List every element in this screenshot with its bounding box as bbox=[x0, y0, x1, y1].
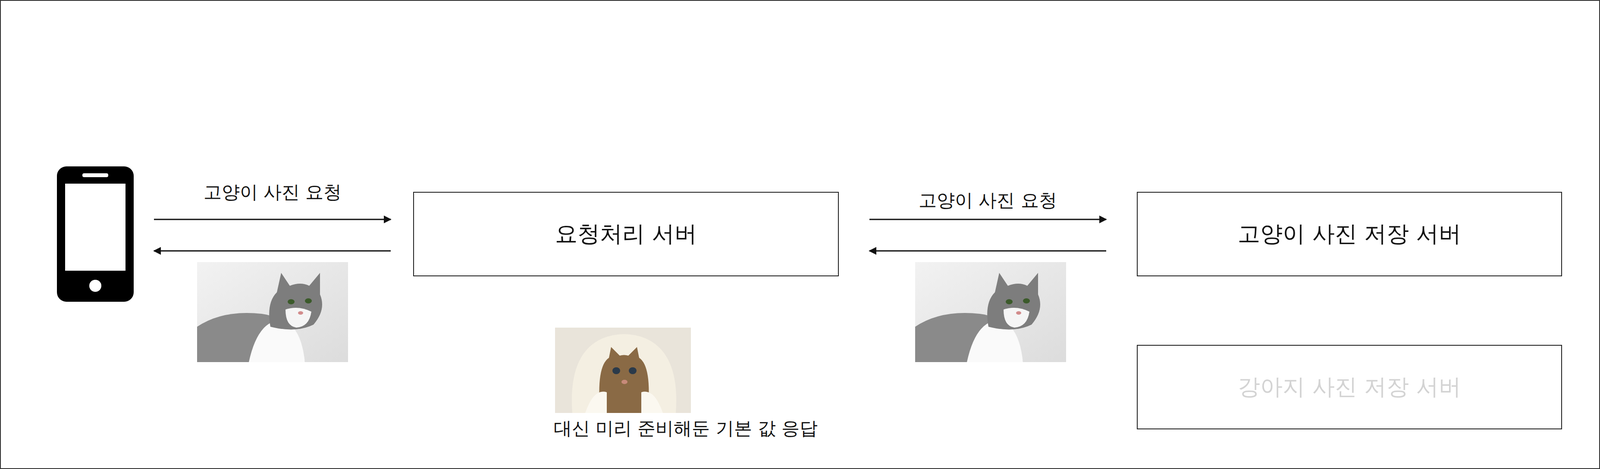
server-box: 고양이 사진 저장 서버 bbox=[1136, 191, 1563, 277]
phone-icon bbox=[56, 166, 134, 302]
request-arrow bbox=[869, 250, 1107, 252]
server-label: 요청처리 서버 bbox=[555, 219, 697, 250]
server-label: 강아지 사진 저장 서버 bbox=[1237, 372, 1462, 403]
cat-photo bbox=[915, 262, 1067, 363]
request-arrow bbox=[153, 219, 391, 221]
arrow-label: 고양이 사진 요청 bbox=[201, 180, 344, 205]
server-box: 강아지 사진 저장 서버 bbox=[1136, 345, 1563, 430]
server-label: 고양이 사진 저장 서버 bbox=[1237, 219, 1462, 250]
cat-photo bbox=[197, 262, 349, 363]
edge-label: 고양이 사진 요청 bbox=[916, 188, 1059, 213]
response-arrow bbox=[153, 250, 391, 252]
server-box: 요청처리 서버 bbox=[413, 191, 839, 277]
caption-note: 대신 미리 준비해둔 기본 값 응답 bbox=[552, 416, 820, 441]
request-arrow bbox=[869, 219, 1107, 221]
kitten-photo bbox=[555, 327, 691, 414]
